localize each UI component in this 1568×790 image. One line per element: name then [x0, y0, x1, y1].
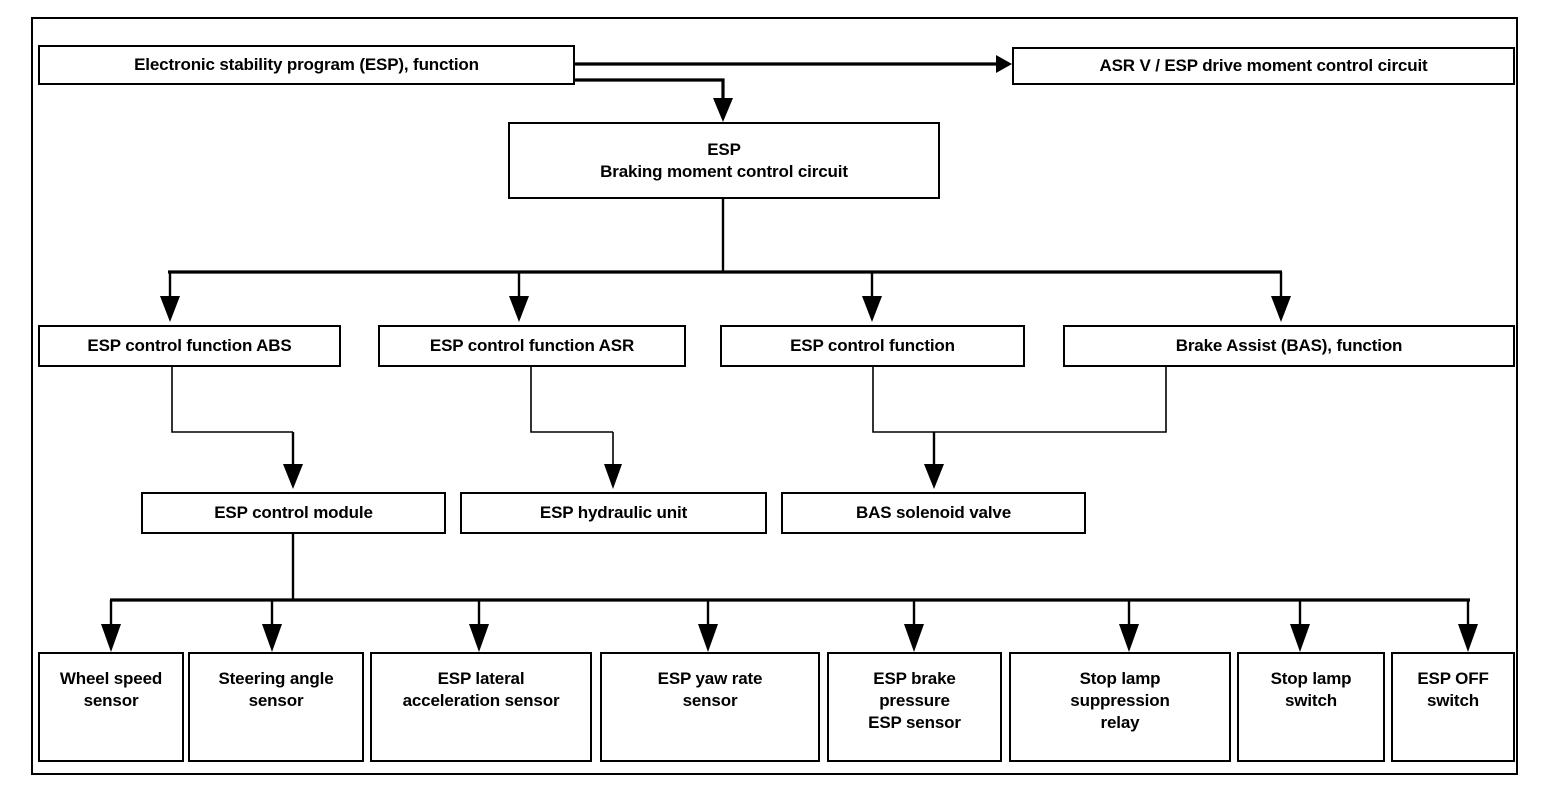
diagram-outer-frame	[31, 17, 1518, 775]
node-wheel-speed-sensor-label: Wheel speed sensor	[59, 669, 163, 710]
node-bas-solenoid-valve[interactable]: BAS solenoid valve	[781, 492, 1086, 534]
node-stop-lamp-switch[interactable]: Stop lamp switch	[1237, 652, 1385, 762]
node-bas-solenoid-valve-label: BAS solenoid valve	[855, 503, 1012, 523]
node-brake-assist-bas-function-label: Brake Assist (BAS), function	[1175, 336, 1403, 356]
node-esp-off-switch-label: ESP OFF switch	[1417, 669, 1489, 710]
node-esp-lateral-acceleration-sensor-label: ESP lateral acceleration sensor	[402, 669, 560, 710]
node-brake-assist-bas-function[interactable]: Brake Assist (BAS), function	[1063, 325, 1515, 367]
node-esp-brake-pressure-esp-sensor[interactable]: ESP brake pressure ESP sensor	[827, 652, 1002, 762]
node-esp-control-function-abs[interactable]: ESP control function ABS	[38, 325, 341, 367]
node-esp-hydraulic-unit-label: ESP hydraulic unit	[539, 503, 688, 523]
node-steering-angle-sensor-label: Steering angle sensor	[218, 669, 334, 710]
node-asr-v-esp-drive-moment-label: ASR V / ESP drive moment control circuit	[1099, 56, 1428, 76]
node-esp-function-label: Electronic stability program (ESP), func…	[134, 55, 479, 75]
node-steering-angle-sensor[interactable]: Steering angle sensor	[188, 652, 364, 762]
node-esp-control-module-label: ESP control module	[214, 503, 373, 523]
node-stop-lamp-switch-label: Stop lamp switch	[1270, 669, 1352, 710]
node-esp-control-module[interactable]: ESP control module	[141, 492, 446, 534]
node-esp-hydraulic-unit[interactable]: ESP hydraulic unit	[460, 492, 767, 534]
node-esp-control-function-asr[interactable]: ESP control function ASR	[378, 325, 686, 367]
node-esp-off-switch[interactable]: ESP OFF switch	[1391, 652, 1515, 762]
node-esp-brake-pressure-esp-sensor-label: ESP brake pressure ESP sensor	[868, 669, 961, 732]
node-wheel-speed-sensor[interactable]: Wheel speed sensor	[38, 652, 184, 762]
node-esp-control-function[interactable]: ESP control function	[720, 325, 1025, 367]
node-esp-function[interactable]: Electronic stability program (ESP), func…	[38, 45, 575, 85]
node-asr-v-esp-drive-moment[interactable]: ASR V / ESP drive moment control circuit	[1012, 47, 1515, 85]
node-esp-control-function-label: ESP control function	[790, 336, 955, 356]
node-esp-yaw-rate-sensor-label: ESP yaw rate sensor	[657, 669, 763, 710]
node-esp-braking-moment-label: ESP Braking moment control circuit	[600, 139, 848, 181]
node-esp-yaw-rate-sensor[interactable]: ESP yaw rate sensor	[600, 652, 820, 762]
node-esp-control-function-asr-label: ESP control function ASR	[429, 336, 635, 356]
node-esp-control-function-abs-label: ESP control function ABS	[87, 336, 292, 356]
node-stop-lamp-suppression-relay[interactable]: Stop lamp suppression relay	[1009, 652, 1231, 762]
node-esp-lateral-acceleration-sensor[interactable]: ESP lateral acceleration sensor	[370, 652, 592, 762]
node-stop-lamp-suppression-relay-label: Stop lamp suppression relay	[1070, 669, 1170, 732]
node-esp-braking-moment[interactable]: ESP Braking moment control circuit	[508, 122, 940, 199]
